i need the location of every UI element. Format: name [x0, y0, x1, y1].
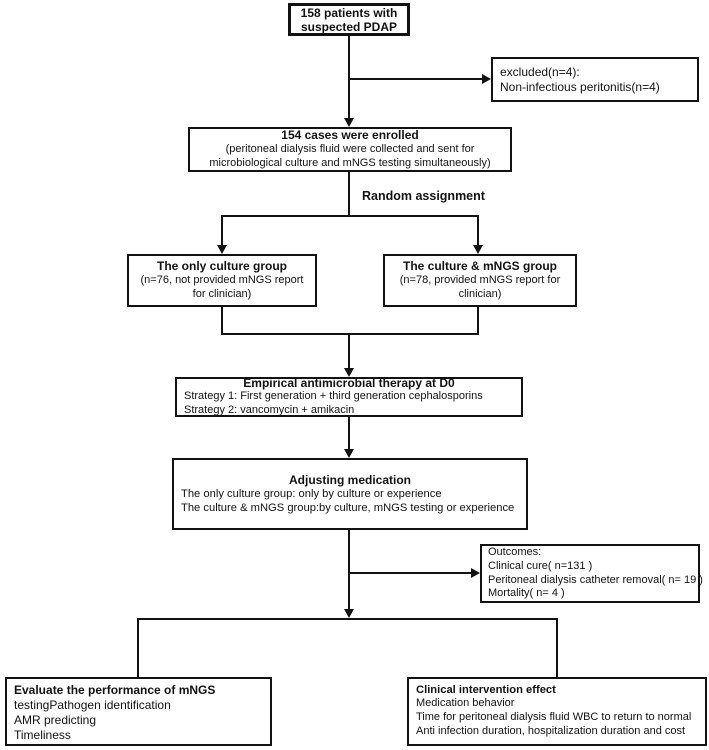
box-excluded: excluded(n=4): Non-infectious peritoniti…: [491, 57, 699, 102]
excluded-line1: excluded(n=4):: [500, 65, 580, 79]
excluded-line2: Non-infectious peritonitis(n=4): [500, 79, 660, 94]
adjusting-title: Adjusting medication: [288, 472, 411, 487]
connector-split-left: [221, 215, 223, 246]
culture-group-line3: for clinician): [192, 287, 252, 300]
arrowhead-empirical: [344, 368, 354, 377]
connector-merge-horizontal: [221, 333, 479, 335]
mngs-group-title: The culture & mNGS group: [402, 259, 557, 274]
empirical-line2: Strategy 1: First generation + third gen…: [184, 390, 483, 403]
box-evaluate: Evaluate the performance of mNGS testing…: [5, 677, 272, 746]
evaluate-line4: Timeliness: [14, 728, 71, 742]
arrowhead-adjusting: [344, 449, 354, 458]
patients-line2: suspected PDAP: [300, 19, 398, 34]
evaluate-line2: testingPathogen identification: [14, 698, 171, 712]
evaluate-line3: AMR predicting: [14, 713, 97, 727]
culture-group-title: The only culture group: [156, 259, 287, 274]
adjusting-line3: The culture & mNGS group:by culture, mNG…: [181, 502, 515, 515]
box-empirical: Empirical antimicrobial therapy at D0 St…: [175, 375, 523, 417]
enrolled-line2: (peritoneal dialysis fluid were collecte…: [225, 142, 475, 155]
arrowhead-enrolled: [344, 118, 354, 127]
connector-split-horizontal: [221, 215, 479, 217]
connector-excluded-branch: [349, 78, 483, 80]
box-mngs-group: The culture & mNGS group (n=78, provided…: [383, 254, 577, 307]
clinical-line2: Medication behavior: [416, 697, 515, 710]
arrowhead-bottomsplit: [344, 609, 354, 618]
adjusting-line2: The only culture group: only by culture …: [181, 488, 442, 501]
outcomes-line2: Clinical cure( n=131 ): [488, 559, 593, 572]
connector-bottom-left: [137, 618, 139, 677]
box-enrolled: 154 cases were enrolled (peritoneal dial…: [188, 127, 512, 172]
empirical-title: Empirical antimicrobial therapy at D0: [243, 375, 455, 390]
box-clinical: Clinical intervention effect Medication …: [407, 677, 707, 746]
arrowhead-excluded: [482, 74, 491, 84]
box-adjusting: Adjusting medication The only culture gr…: [172, 458, 528, 530]
connector-adjusting-bottomsplit: [348, 530, 350, 610]
culture-group-line2: (n=76, not provided mNGS report: [140, 273, 304, 286]
mngs-group-line2: (n=78, provided mNGS report for: [399, 273, 561, 286]
connector-bottom-horizontal: [137, 618, 558, 620]
connector-merge-empirical: [348, 333, 350, 369]
arrowhead-mngs-group: [473, 245, 483, 254]
box-outcomes: Outcomes: Clinical cure( n=131 ) Periton…: [480, 544, 703, 603]
arrowhead-outcomes: [471, 568, 480, 578]
connector-split-right: [477, 215, 479, 246]
outcomes-line4: Mortality( n= 4 ): [488, 587, 565, 600]
connector-enrolled-split: [348, 172, 350, 217]
connector-empirical-adjusting: [348, 417, 350, 450]
connector-outcomes-branch: [349, 572, 471, 574]
patients-line1: 158 patients with: [300, 5, 398, 20]
connector-mngs-merge: [477, 306, 479, 335]
enrolled-line3: microbiological culture and mNGS testing…: [209, 156, 491, 169]
connector-culture-merge: [221, 306, 223, 335]
connector-bottom-right: [556, 618, 558, 677]
random-assignment-label: Random assignment: [362, 189, 485, 203]
outcomes-line3: Peritoneal dialysis catheter removal( n=…: [488, 573, 703, 586]
empirical-line3: Strategy 2: vancomycin + amikacin: [184, 404, 355, 417]
mngs-group-line3: clinician): [458, 287, 502, 300]
clinical-line4: Anti infection duration, hospitalization…: [416, 724, 686, 737]
box-culture-group: The only culture group (n=76, not provid…: [127, 254, 317, 307]
arrowhead-culture-group: [217, 245, 227, 254]
outcomes-line1: Outcomes:: [488, 545, 542, 558]
clinical-title: Clinical intervention effect: [416, 684, 556, 696]
enrolled-title: 154 cases were enrolled: [281, 128, 419, 143]
box-patients: 158 patients with suspected PDAP: [288, 3, 410, 36]
evaluate-title: Evaluate the performance of mNGS: [14, 683, 216, 697]
clinical-line3: Time for peritoneal dialysis fluid WBC t…: [416, 711, 692, 723]
